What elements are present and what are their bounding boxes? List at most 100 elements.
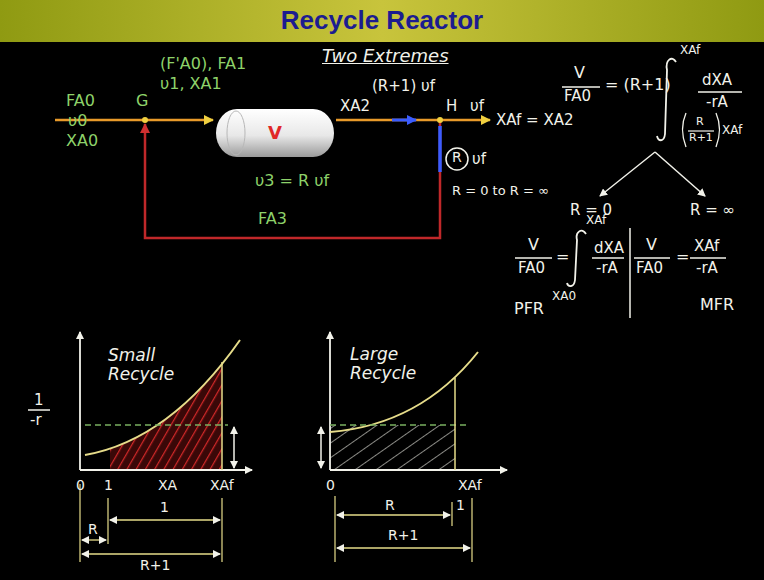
recycle-stream-mark <box>438 126 442 172</box>
dimension-arrow <box>337 547 470 548</box>
handwritten-label: FA0 <box>564 88 591 105</box>
handwritten-label: R <box>385 498 395 513</box>
reactor-vessel: V <box>215 108 335 158</box>
dimension-tick <box>80 484 222 562</box>
handwritten-label: (F'A0), FA1 <box>160 55 246 73</box>
handwritten-label: 1 <box>456 498 465 513</box>
limit-line <box>221 362 223 470</box>
circle-mark <box>446 148 468 170</box>
split-point <box>437 117 443 123</box>
dashed-level <box>85 424 228 426</box>
handwritten-label: PFR <box>514 300 544 318</box>
dimension-arrow <box>82 553 220 554</box>
fraction-bar <box>28 409 50 411</box>
handwritten-label: -r <box>30 412 42 429</box>
handwritten-label: FA0 <box>636 260 663 277</box>
handwritten-label: R+1 <box>388 528 418 543</box>
handwritten-label: FA0 <box>66 92 95 110</box>
handwritten-label: -rA <box>596 260 618 277</box>
handwritten-label: MFR <box>700 296 734 314</box>
height-arrow <box>233 427 235 468</box>
y-axis <box>79 332 81 470</box>
slide-title: Recycle Reactor <box>0 5 764 36</box>
dimension-tick <box>335 496 472 562</box>
dimension-arrow <box>337 514 450 515</box>
handwritten-label: Large Recycle <box>350 345 445 382</box>
handwritten-label: 1 <box>160 500 169 515</box>
handwritten-label: R <box>88 522 98 537</box>
fraction-bar <box>634 257 670 259</box>
cylinder-body <box>216 109 334 157</box>
parenthesis <box>716 113 720 147</box>
handwritten-label: 0 <box>76 478 85 493</box>
mixing-point <box>142 117 148 123</box>
dimension-arrow <box>110 519 220 520</box>
fraction-bar <box>592 257 624 259</box>
x-axis <box>80 469 252 471</box>
y-axis <box>329 332 331 470</box>
fraction-bar <box>698 91 742 93</box>
handwritten-label: υ1, XA1 <box>160 75 222 93</box>
handwritten-label: 1 <box>104 478 113 493</box>
handwritten-label: XAf <box>694 238 719 255</box>
outlet-line <box>336 119 490 122</box>
handwritten-label: -rA <box>706 94 728 111</box>
handwritten-label: XA0 <box>552 290 576 303</box>
handwritten-label: = (R+1) <box>605 76 671 94</box>
handwritten-label: υ0 <box>68 112 87 130</box>
handwritten-label: XA2 <box>340 98 370 115</box>
parenthesis <box>683 113 687 147</box>
branch-arrow <box>655 152 705 196</box>
handwritten-label: = <box>676 248 689 266</box>
handwritten-label: XAf <box>586 214 606 227</box>
vessel-label: V <box>268 123 282 143</box>
handwritten-label: R <box>452 150 462 165</box>
handwritten-label: R = ∞ <box>690 202 735 219</box>
divider-line <box>629 228 631 318</box>
handwritten-label: dXA <box>702 72 732 89</box>
handwritten-label: FA0 <box>518 260 545 277</box>
handwritten-label: V <box>528 236 539 254</box>
handwritten-label: 0 <box>326 478 335 493</box>
x-axis <box>330 469 507 471</box>
flow-arrow <box>392 119 416 122</box>
handwritten-label: Small Recycle <box>108 346 198 383</box>
fraction-bar <box>515 257 552 259</box>
cylinder-end <box>227 111 245 155</box>
handwritten-label: -rA <box>696 260 718 277</box>
handwritten-label: G <box>136 92 148 110</box>
handwritten-label: dXA <box>594 240 624 257</box>
handwritten-label: R = 0 to R = ∞ <box>452 184 549 198</box>
handwritten-label: H <box>446 98 457 115</box>
handwritten-label: V <box>646 236 657 254</box>
handwritten-label: R <box>696 116 704 128</box>
handwritten-label: υf <box>472 151 486 168</box>
handwritten-label: R+1 <box>689 132 713 144</box>
handwritten-label: υf <box>470 98 484 115</box>
handwritten-label: XAf <box>210 478 234 493</box>
handwritten-label: = <box>556 248 569 266</box>
handwritten-label: XAf = XA2 <box>496 112 573 129</box>
integral-sign <box>567 231 586 286</box>
handwritten-label: Two Extremes <box>322 46 449 66</box>
handwritten-label: υ3 = R υf <box>255 172 329 190</box>
limit-line <box>454 378 456 470</box>
dashed-level <box>330 424 470 426</box>
handwritten-label: R+1 <box>140 558 170 573</box>
integral-sign <box>657 59 676 141</box>
handwritten-label: FA3 <box>258 210 287 228</box>
branch-arrow <box>600 152 655 196</box>
handwritten-label: (R+1) υf <box>372 78 435 95</box>
handwritten-label: XAf <box>458 478 482 493</box>
dimension-arrow <box>82 539 106 540</box>
hatched-area <box>330 425 455 470</box>
fraction-bar <box>690 257 726 259</box>
handwritten-label: XA0 <box>66 132 98 150</box>
handwritten-label: 1 <box>34 392 44 409</box>
height-arrow <box>320 427 322 468</box>
rate-curve <box>85 340 240 455</box>
handwritten-label: V <box>574 64 585 82</box>
handwritten-label: XAf <box>722 124 742 137</box>
handwritten-label: XA <box>158 478 177 493</box>
handwritten-label: XAf <box>680 44 700 57</box>
